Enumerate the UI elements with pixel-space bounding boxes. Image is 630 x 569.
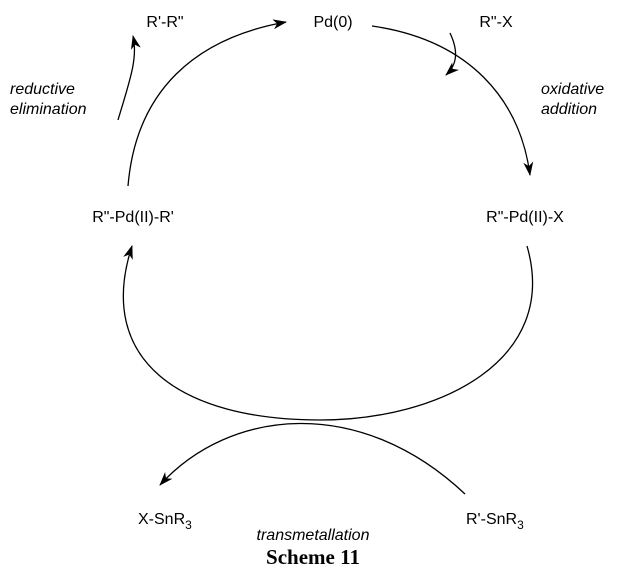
reagent-label: R"-X xyxy=(479,14,513,31)
arc-pd0-to-pdx xyxy=(371,25,534,176)
transmetallation-label: transmetallation xyxy=(257,527,370,544)
reagent-entry-arrow xyxy=(445,32,459,76)
oxidative-addition-label-line1: oxidative xyxy=(541,81,604,98)
pd-r-complex-label: R"-Pd(II)-R' xyxy=(92,209,174,226)
pd0-label: Pd(0) xyxy=(313,14,352,31)
product-release-arrow xyxy=(117,35,141,121)
pd-x-complex-label: R"-Pd(II)-X xyxy=(486,209,564,226)
arc-pdx-to-pdr xyxy=(122,245,534,421)
scheme-caption: Scheme 11 xyxy=(266,545,360,569)
stannane-byproduct-label: X-SnR3 xyxy=(138,511,192,532)
arc-pdr-to-pd0 xyxy=(127,19,287,187)
oxidative-addition-label-line2: addition xyxy=(541,101,597,118)
reductive-elimination-label-line2: elimination xyxy=(10,101,87,118)
transmetallation-arrow xyxy=(159,422,466,495)
reductive-elimination-label-line1: reductive xyxy=(10,81,75,98)
stannane-reagent-label: R'-SnR3 xyxy=(466,511,524,532)
product-label: R'-R" xyxy=(146,14,183,31)
